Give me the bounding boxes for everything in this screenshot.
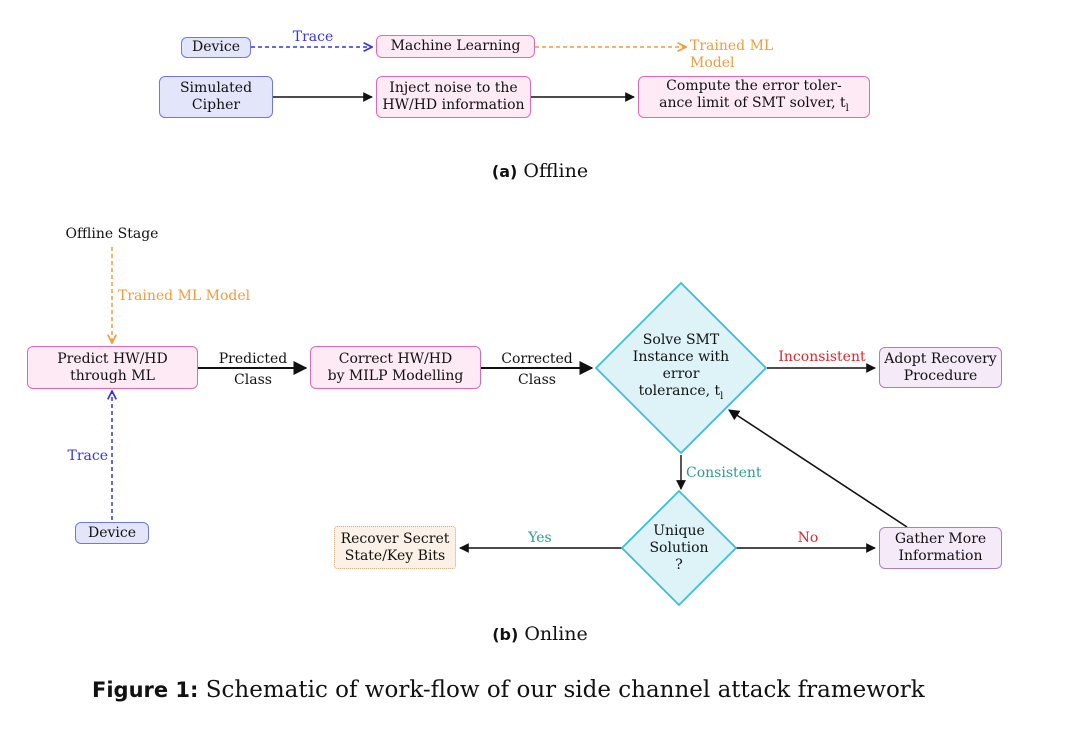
unique-solution-label: Unique Solution ? bbox=[649, 522, 709, 573]
online-device-label: Device bbox=[87, 524, 137, 541]
gather-info-node: Gather More Information bbox=[879, 527, 1002, 569]
solve-smt-label: Solve SMT Instance with error tolerance,… bbox=[633, 332, 729, 405]
predicted-class-label: Predicted Class bbox=[218, 351, 288, 388]
edge-gather-to-solve bbox=[728, 409, 908, 528]
compute-limit-node: Compute the error toler- ance limit of S… bbox=[638, 76, 870, 118]
gather-info-label: Gather More Information bbox=[894, 531, 987, 564]
offline-stage-label: Offline Stage bbox=[65, 226, 159, 242]
compute-limit-text: Compute the error toler- ance limit of S… bbox=[659, 77, 846, 111]
offline-trained-ml-model-label: Trained ML Model bbox=[690, 38, 774, 71]
correct-label: Correct HW/HD by MILP Modelling bbox=[327, 350, 464, 384]
recover-secret-node: Recover Secret State/Key Bits bbox=[334, 526, 456, 569]
caption-offline: (a) Offline bbox=[440, 160, 640, 183]
machine-learning-label: Machine Learning bbox=[390, 38, 521, 54]
yes-label: Yes bbox=[528, 530, 552, 546]
online-device-node: Device bbox=[75, 522, 149, 544]
inconsistent-label: Inconsistent bbox=[778, 349, 866, 365]
unique-solution-text: Unique Solution ? bbox=[634, 520, 724, 576]
adopt-recovery-node: Adopt Recovery Procedure bbox=[879, 347, 1002, 388]
compute-limit-label: Compute the error toler- ance limit of S… bbox=[659, 78, 849, 117]
caption-online-text: Online bbox=[524, 623, 588, 645]
online-trace-label: Trace bbox=[67, 448, 108, 464]
predict-label: Predict HW/HD through ML bbox=[57, 350, 168, 384]
machine-learning-node: Machine Learning bbox=[376, 35, 535, 58]
compute-limit-subscript: l bbox=[845, 102, 849, 114]
solve-smt-subscript: l bbox=[720, 390, 724, 402]
simulated-cipher-label: Simulated Cipher bbox=[179, 80, 253, 113]
solve-smt-main: Solve SMT Instance with error tolerance,… bbox=[632, 331, 730, 399]
caption-offline-text: Offline bbox=[523, 160, 589, 182]
inject-noise-label: Inject noise to the HW/HD information bbox=[382, 80, 525, 113]
caption-online-tag: (b) bbox=[492, 625, 519, 644]
adopt-recovery-label: Adopt Recovery Procedure bbox=[884, 350, 997, 384]
figure-caption-text: Schematic of work-flow of our side chann… bbox=[205, 677, 925, 703]
figure-caption-tag: Figure 1: bbox=[92, 678, 199, 702]
correct-node: Correct HW/HD by MILP Modelling bbox=[310, 346, 481, 389]
inject-noise-node: Inject noise to the HW/HD information bbox=[376, 76, 531, 118]
diamond-solve-smt bbox=[595, 282, 767, 454]
consistent-label: Consistent bbox=[686, 465, 762, 481]
simulated-cipher-node: Simulated Cipher bbox=[159, 76, 273, 118]
diamond-unique-solution bbox=[621, 490, 737, 606]
offline-device-node: Device bbox=[181, 37, 251, 58]
no-label: No bbox=[797, 530, 819, 546]
online-trained-ml-model-label: Trained ML Model bbox=[118, 288, 251, 304]
solve-smt-text: Solve SMT Instance with error tolerance,… bbox=[606, 328, 756, 408]
recover-secret-label: Recover Secret State/Key Bits bbox=[340, 530, 450, 564]
caption-online: (b) Online bbox=[440, 623, 640, 646]
figure-caption: Figure 1: Schematic of work-flow of our … bbox=[92, 676, 925, 704]
corrected-class-label: Corrected Class bbox=[501, 351, 573, 388]
caption-offline-tag: (a) bbox=[491, 162, 518, 181]
offline-trace-label: Trace bbox=[292, 29, 334, 45]
predict-node: Predict HW/HD through ML bbox=[27, 346, 198, 389]
offline-device-label: Device bbox=[191, 39, 241, 55]
